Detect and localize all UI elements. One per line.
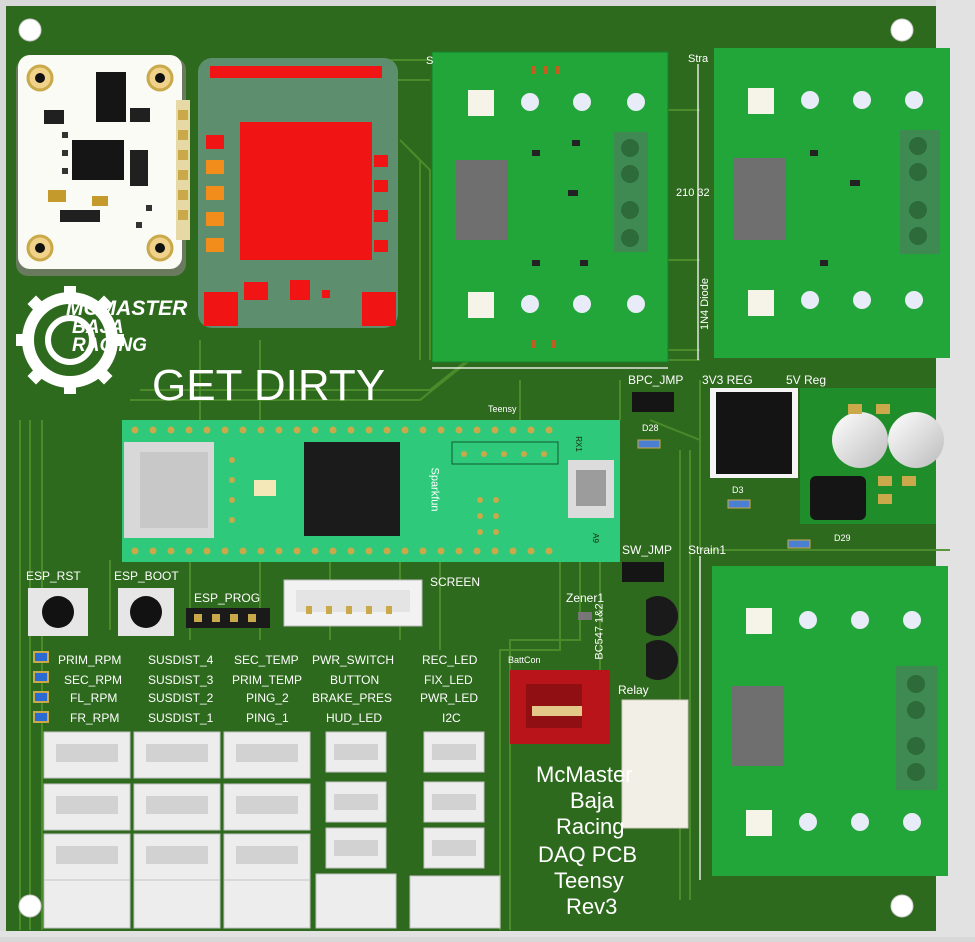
strain-top-right-label: Stra <box>688 53 709 65</box>
conn-label: SEC_TEMP <box>234 653 299 667</box>
teensy-pins-bottom <box>131 547 553 555</box>
conn-label: SUSDIST_3 <box>148 673 214 687</box>
esp-boot-label: ESP_BOOT <box>114 569 179 583</box>
jst-inner <box>56 744 476 864</box>
footer-line: Rev3 <box>566 894 618 919</box>
mounting-holes <box>18 18 914 918</box>
transistors-label: BC547 1&2 <box>593 603 606 660</box>
battery-connector <box>510 670 610 744</box>
conn-label: REC_LED <box>422 653 478 667</box>
bpc-jmp-label: BPC_JMP <box>628 373 684 387</box>
screen-label: SCREEN <box>430 575 481 589</box>
zener-label: Zener1 <box>566 591 605 605</box>
conn-label: BUTTON <box>330 673 380 687</box>
bpc-jumper <box>632 392 674 412</box>
esp-prog-header <box>186 608 270 628</box>
relay <box>621 699 689 829</box>
conn-label: FR_RPM <box>70 711 120 725</box>
d28-label: D28 <box>642 423 659 433</box>
conn-label: PRIM_TEMP <box>232 673 303 687</box>
footer-line: Baja <box>570 788 615 813</box>
transistors <box>646 596 679 681</box>
conn-label: SUSDIST_1 <box>148 711 214 725</box>
conn-label: FL_RPM <box>70 691 118 705</box>
sw-jumper <box>622 562 664 582</box>
battcon-label: BattCon <box>508 655 541 665</box>
regulator-3v3 <box>710 388 798 478</box>
status-leds <box>33 651 49 723</box>
footer-line: DAQ PCB <box>538 842 638 867</box>
strain-top-left-label: S <box>426 55 434 67</box>
sw-jmp-label: SW_JMP <box>622 543 673 557</box>
diode-label: 1N4 Diode <box>699 278 711 330</box>
res-label: 210 32 <box>676 187 710 199</box>
conn-label: HUD_LED <box>326 711 383 725</box>
strain-module-top-right <box>714 48 950 358</box>
conn-label: PWR_LED <box>420 691 479 705</box>
footer-line: Racing <box>556 814 625 839</box>
accelerometer-breakout <box>16 55 190 276</box>
esp-prog-label: ESP_PROG <box>194 591 261 605</box>
gps-module <box>198 58 398 328</box>
conn-label: BRAKE_PRES <box>312 691 393 705</box>
screen-connector <box>283 579 423 627</box>
conn-label: PING_2 <box>246 691 289 705</box>
footer-line: McMaster <box>536 762 633 787</box>
teensy-pin-a-label: RX1 <box>573 436 583 452</box>
board-title: GET DIRTY <box>152 361 386 410</box>
d-mid-label: D3 <box>732 485 744 495</box>
esp-rst-switch <box>28 588 88 636</box>
d29-label: D29 <box>834 533 851 543</box>
teensy-pins-top <box>131 426 553 434</box>
conn-label: PING_1 <box>246 711 289 725</box>
logo-text-1: MCMASTER <box>66 297 188 320</box>
conn-label: I2C <box>442 711 461 725</box>
reg-3v3-label: 3V3 REG <box>702 373 753 387</box>
esp-rst-label: ESP_RST <box>26 569 81 583</box>
strain-module-top-left <box>431 51 669 363</box>
footer-line: Teensy <box>554 868 624 893</box>
regulator-5v <box>800 388 944 524</box>
reg-5v-label: 5V Reg <box>786 373 827 387</box>
diodes <box>578 439 811 620</box>
conn-label: PRIM_RPM <box>58 653 122 667</box>
conn-label: SEC_RPM <box>64 673 123 687</box>
strain-module-bottom <box>712 566 948 876</box>
teensy-label: Teensy <box>488 404 517 414</box>
teensy-pin-b-label: A9 <box>590 533 600 543</box>
conn-label: SUSDIST_4 <box>148 653 214 667</box>
strain1-label: Strain1 <box>688 543 727 557</box>
teensy-board <box>122 420 620 562</box>
logo-text-2: BAJA <box>72 317 124 338</box>
esp-boot-switch <box>118 588 174 636</box>
conn-label: PWR_SWITCH <box>312 653 394 667</box>
logo-text-3: RACING <box>72 335 147 356</box>
conn-label: FIX_LED <box>424 673 473 687</box>
conn-label: SUSDIST_2 <box>148 691 214 705</box>
relay-label: Relay <box>618 683 649 697</box>
sparkfun-label: Sparkfun <box>428 467 441 512</box>
